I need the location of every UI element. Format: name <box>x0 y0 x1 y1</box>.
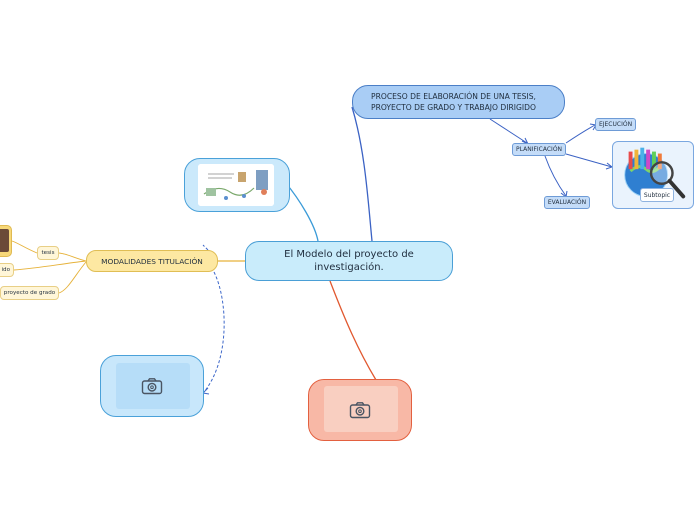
link-central-proceso <box>351 106 373 242</box>
topic-modalidades-label: MODALIDADES TITULACIÓN <box>101 256 203 266</box>
topic-planificacion-label: PLANIFICACIÓN <box>515 146 563 153</box>
topic-modalidades[interactable]: MODALIDADES TITULACIÓN <box>86 250 218 272</box>
link-proceso-planif <box>489 118 528 144</box>
link-planif-subtopic <box>565 153 613 168</box>
subtopic-trabajo-dirigido-label: ido <box>1 267 10 273</box>
link-central-red <box>329 280 377 381</box>
image-topic-picture <box>198 164 274 206</box>
central-topic[interactable]: El Modelo del proyecto de investigación. <box>245 241 453 281</box>
topic-ejecucion[interactable]: EJECUCIÓN <box>595 118 636 131</box>
subtopic-trabajo-dirigido[interactable]: ido <box>0 263 14 277</box>
link-modal-proy <box>58 261 87 294</box>
yellow-card-picture <box>0 229 9 252</box>
topic-evaluacion[interactable]: EVALUACIÓN <box>544 196 590 209</box>
link-dashed-photo <box>202 244 225 393</box>
topic-planificacion[interactable]: PLANIFICACIÓN <box>512 143 566 156</box>
topic-ejecucion-label: EJECUCIÓN <box>598 121 633 128</box>
globe-magnifier-image <box>624 147 686 199</box>
subtopic-tesis[interactable]: tesis <box>37 246 59 260</box>
link-tesis-card <box>11 240 38 254</box>
subtopic-label: Subtopic <box>640 188 674 202</box>
subtopic-proyecto-de-grado[interactable]: proyecto de grado <box>0 286 59 300</box>
topic-proceso-label: PROCESO DE ELABORACIÓN DE UNA TESIS, PRO… <box>371 92 536 112</box>
image-icon <box>198 164 274 206</box>
topic-proceso[interactable]: PROCESO DE ELABORACIÓN DE UNA TESIS, PRO… <box>352 85 565 119</box>
topic-evaluacion-label: EVALUACIÓN <box>547 199 587 206</box>
link-modal-tesis <box>58 252 87 262</box>
link-modal-ido <box>13 260 87 271</box>
camera-icon <box>141 378 163 395</box>
link-planif-eval <box>544 155 567 197</box>
subtopic-tesis-label: tesis <box>41 250 55 256</box>
central-topic-label: El Modelo del proyecto de investigación. <box>284 249 414 273</box>
subtopic-proyecto-de-grado-label: proyecto de grado <box>3 290 56 296</box>
camera-icon <box>349 402 371 419</box>
link-planif-ejec <box>565 124 596 144</box>
photo-topic-red-inner <box>324 386 398 432</box>
